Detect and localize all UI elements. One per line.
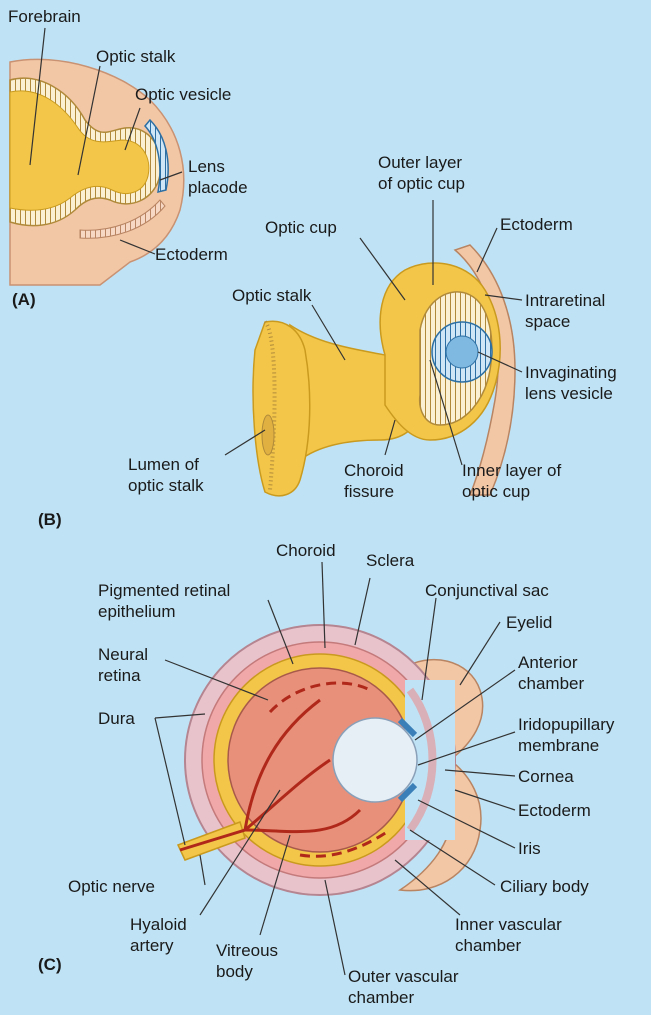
label-a-ectoderm: Ectoderm: [155, 244, 228, 265]
label-optic-cup: Optic cup: [265, 217, 337, 238]
c-lens: [333, 718, 417, 802]
panel-label-b: (B): [38, 510, 62, 530]
panel-b-drawing: [225, 200, 522, 496]
label-c-ectoderm: Ectoderm: [518, 800, 591, 821]
label-iris: Iris: [518, 838, 541, 859]
label-optic-vesicle: Optic vesicle: [135, 84, 231, 105]
panel-label-a: (A): [12, 290, 36, 310]
label-cornea: Cornea: [518, 766, 574, 787]
label-dura: Dura: [98, 708, 135, 729]
label-b-ectoderm: Ectoderm: [500, 214, 573, 235]
label-conjunctival: Conjunctival sac: [425, 580, 549, 601]
label-choroid: Choroid: [276, 540, 336, 561]
label-ciliary-body: Ciliary body: [500, 876, 589, 897]
label-b-optic-stalk: Optic stalk: [232, 285, 311, 306]
panel-label-c: (C): [38, 955, 62, 975]
label-sclera: Sclera: [366, 550, 414, 571]
b-stalk-funnel: [253, 321, 310, 496]
b-stalk-lumen: [262, 415, 274, 455]
label-optic-nerve: Optic nerve: [68, 876, 155, 897]
label-eyelid: Eyelid: [506, 612, 552, 633]
label-a-optic-stalk: Optic stalk: [96, 46, 175, 67]
label-forebrain: Forebrain: [8, 6, 81, 27]
